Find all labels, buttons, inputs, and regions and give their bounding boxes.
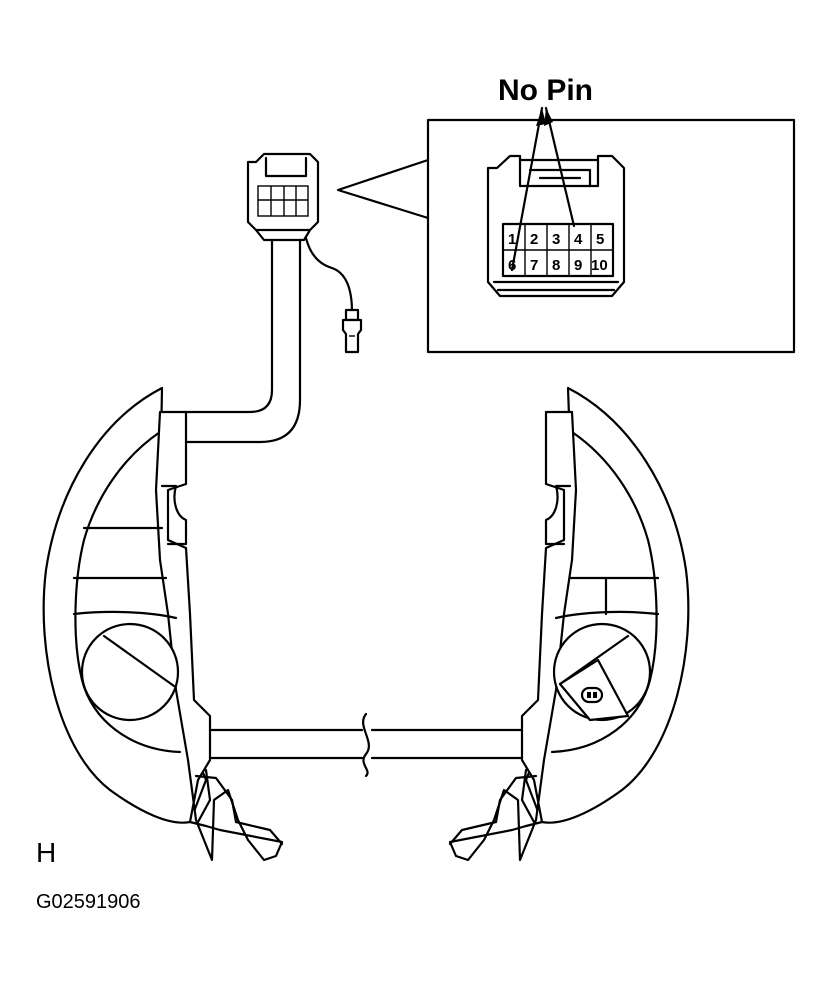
- callout-pointer: [336, 158, 430, 220]
- inset-frame: [426, 118, 796, 354]
- left-round-button: [80, 622, 180, 722]
- pin-label-8: 8: [552, 257, 560, 274]
- no-pin-label: No Pin: [498, 74, 593, 107]
- pin-label-2: 2: [530, 231, 538, 248]
- harness-connector: [246, 152, 320, 242]
- figure-code: G02591906: [36, 891, 141, 913]
- connector-inset: 1 2 3 4 5 6 7 8 9 10 No Pin: [336, 74, 796, 354]
- pin-label-7: 7: [530, 257, 538, 274]
- cruise-switch-icon: [580, 686, 604, 704]
- no-pin-leaders: [510, 106, 576, 272]
- figure-letter: H: [36, 837, 56, 868]
- right-switch-pad: [448, 386, 690, 862]
- connector-face: [486, 154, 626, 298]
- ground-terminal: [341, 308, 363, 354]
- pin-label-10: 10: [591, 257, 608, 274]
- pin-label-3: 3: [552, 231, 560, 248]
- left-switch-pad: [42, 386, 284, 862]
- pin-label-1: 1: [508, 231, 516, 248]
- break-symbol: [362, 712, 370, 778]
- right-round-button: [552, 622, 652, 722]
- wire-harness: [184, 236, 354, 444]
- pin-label-9: 9: [574, 257, 582, 274]
- pin-label-5: 5: [596, 231, 604, 248]
- connecting-bar: [208, 712, 524, 778]
- pin-label-4: 4: [574, 231, 583, 248]
